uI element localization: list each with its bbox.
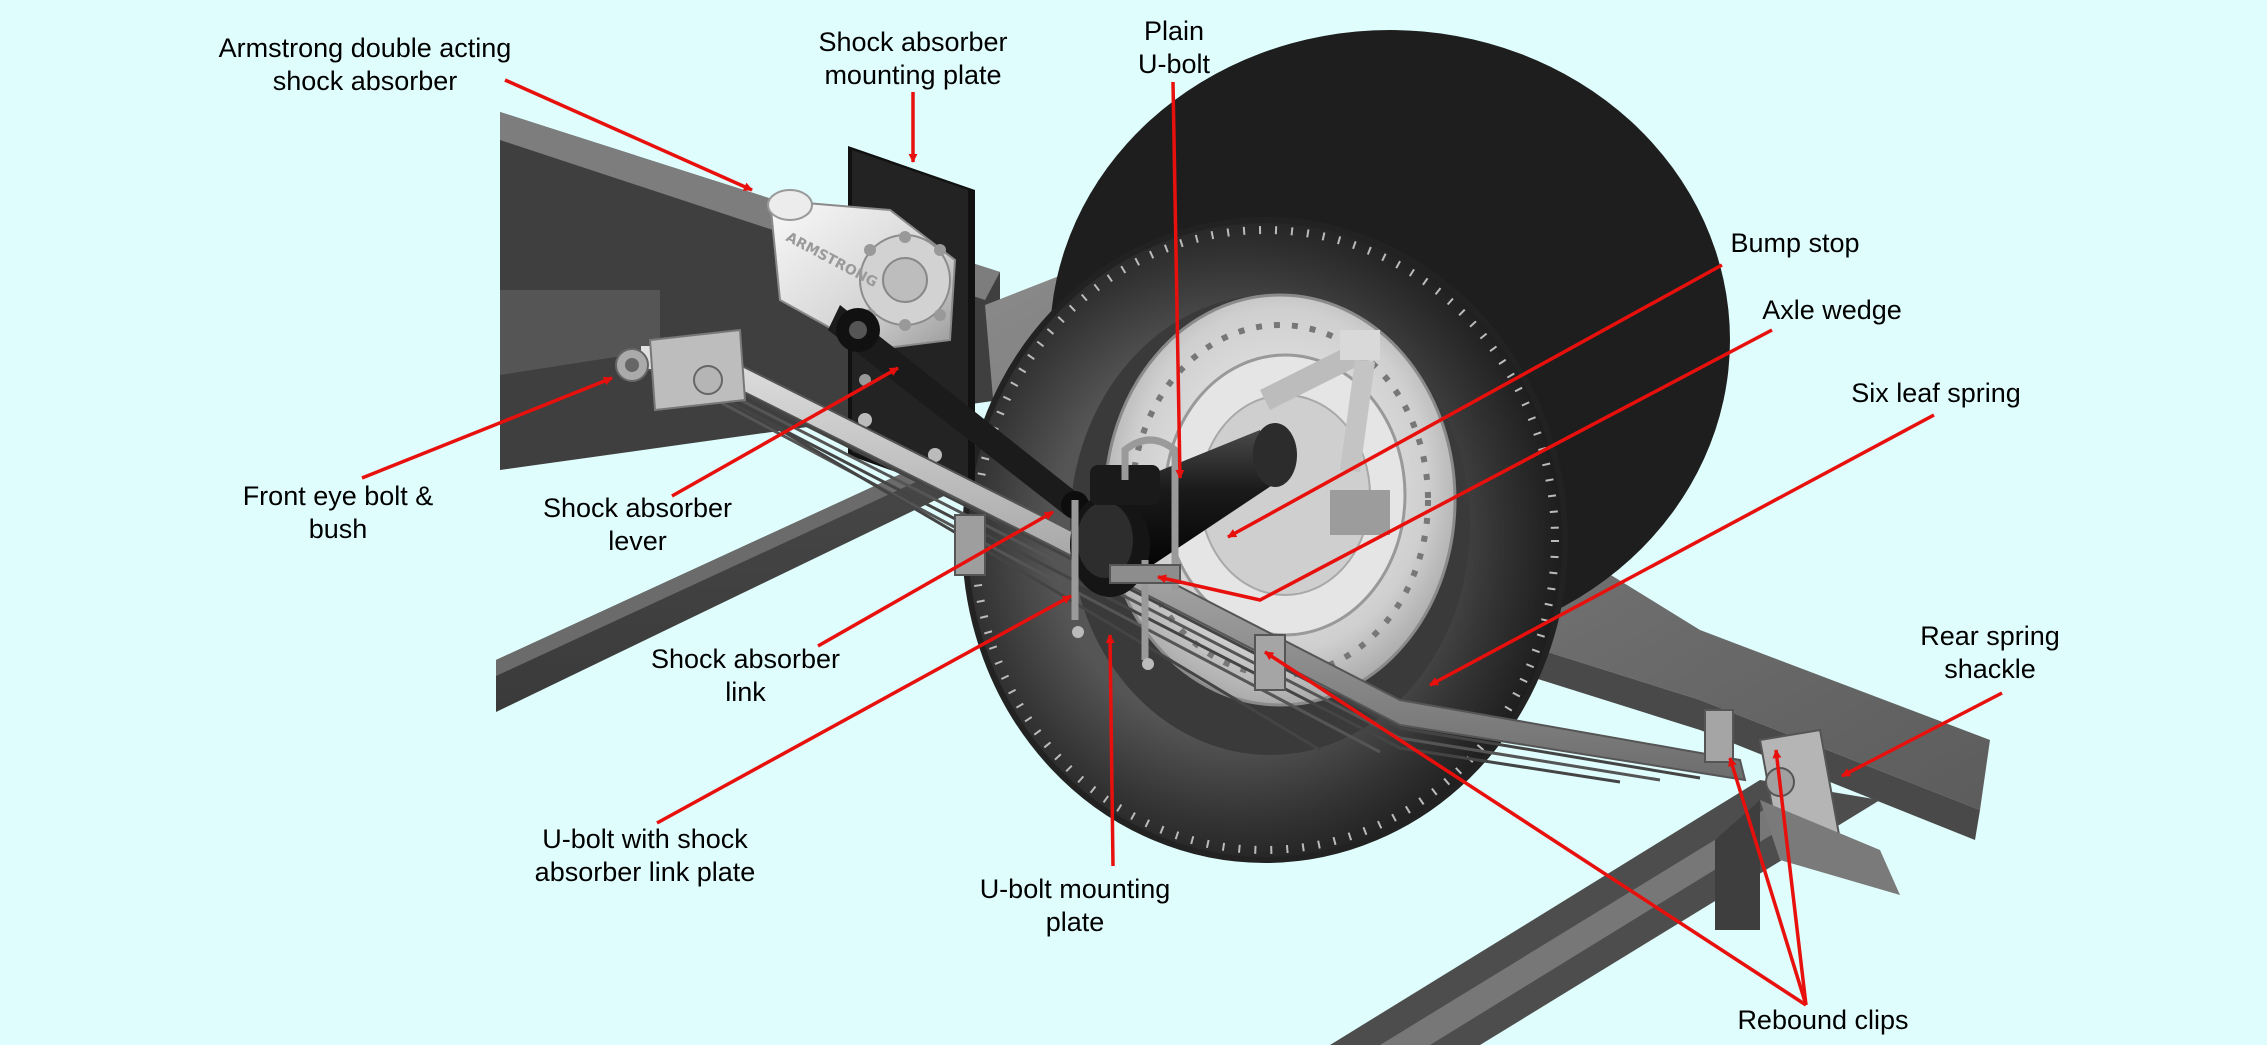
arrows	[361, 78, 2003, 1007]
arrow-rebound-clip-3	[1772, 749, 1808, 1006]
label-shock-link-line2: link	[725, 677, 766, 707]
shock-lever	[828, 305, 1089, 519]
label-front-eye-line1: Front eye bolt &	[242, 481, 434, 511]
leaf-spring	[615, 328, 1747, 784]
armstrong-shock-absorber: ARMSTRONG	[767, 189, 957, 352]
label-bump-stop-line1: Bump stop	[1730, 228, 1860, 258]
arrow-armstrong	[504, 78, 753, 192]
arrow-rebound-clip-1	[1264, 650, 1807, 1007]
arrow-rebound-clip-2	[1728, 757, 1808, 1006]
label-front-eye: Front eye bolt & bush	[218, 480, 458, 546]
label-mounting-plate-line2: mounting plate	[824, 60, 1002, 90]
label-axle-wedge: Axle wedge	[1742, 294, 1922, 327]
arrow-plain-ubolt	[1171, 81, 1185, 479]
label-six-leaf-line1: Six leaf spring	[1851, 378, 2021, 408]
label-rebound-clips-line1: Rebound clips	[1737, 1005, 1909, 1035]
arrow-rear-shackle	[1841, 691, 2003, 778]
arrow-ubolt-mount-plate	[1105, 634, 1115, 867]
label-shock-link: Shock absorber link	[628, 643, 863, 709]
label-plain-ubolt: Plain U-bolt	[1118, 15, 1230, 81]
rear-shackle	[1758, 728, 1900, 895]
label-ubolt-link-plate: U-bolt with shock absorber link plate	[510, 823, 780, 889]
label-shock-lever-line2: lever	[608, 526, 667, 556]
label-ubolt-mount-plate-line2: plate	[1045, 907, 1105, 937]
label-axle-wedge-line1: Axle wedge	[1762, 295, 1902, 325]
label-armstrong-line2: shock absorber	[272, 66, 458, 96]
label-shock-link-line1: Shock absorber	[650, 644, 841, 674]
arrow-shock-lever	[671, 366, 899, 498]
label-plain-ubolt-line2: U-bolt	[1137, 49, 1211, 79]
arrow-six-leaf	[1429, 413, 1935, 687]
label-ubolt-link-plate-line1: U-bolt with shock	[542, 824, 748, 854]
label-rear-shackle: Rear spring shackle	[1890, 620, 2090, 686]
label-six-leaf: Six leaf spring	[1826, 377, 2046, 410]
label-ubolt-mount-plate-line1: U-bolt mounting	[979, 874, 1171, 904]
label-armstrong: Armstrong double acting shock absorber	[195, 32, 535, 98]
label-rear-shackle-line2: shackle	[1944, 654, 2036, 684]
label-ubolt-link-plate-line2: absorber link plate	[534, 857, 756, 887]
label-armstrong-line1: Armstrong double acting	[218, 33, 512, 63]
label-front-eye-line2: bush	[308, 514, 368, 544]
arrow-ubolt-link-plate	[656, 594, 1072, 825]
label-rebound-clips: Rebound clips	[1718, 1004, 1928, 1037]
label-shock-lever: Shock absorber lever	[520, 492, 755, 558]
arrow-axle-wedge	[1157, 328, 1773, 602]
label-mounting-plate: Shock absorber mounting plate	[793, 26, 1033, 92]
label-shock-lever-line1: Shock absorber	[542, 493, 733, 523]
label-plain-ubolt-line1: Plain	[1143, 16, 1205, 46]
label-rear-shackle-line1: Rear spring	[1920, 621, 2060, 651]
arrow-bump-stop	[1227, 263, 1723, 539]
label-bump-stop: Bump stop	[1710, 227, 1880, 260]
axle-assembly	[1070, 423, 1297, 670]
arrow-shock-link	[817, 510, 1054, 648]
label-mounting-plate-line1: Shock absorber	[818, 27, 1008, 57]
label-ubolt-mount-plate: U-bolt mounting plate	[965, 873, 1185, 939]
arrow-front-eye	[361, 376, 613, 480]
